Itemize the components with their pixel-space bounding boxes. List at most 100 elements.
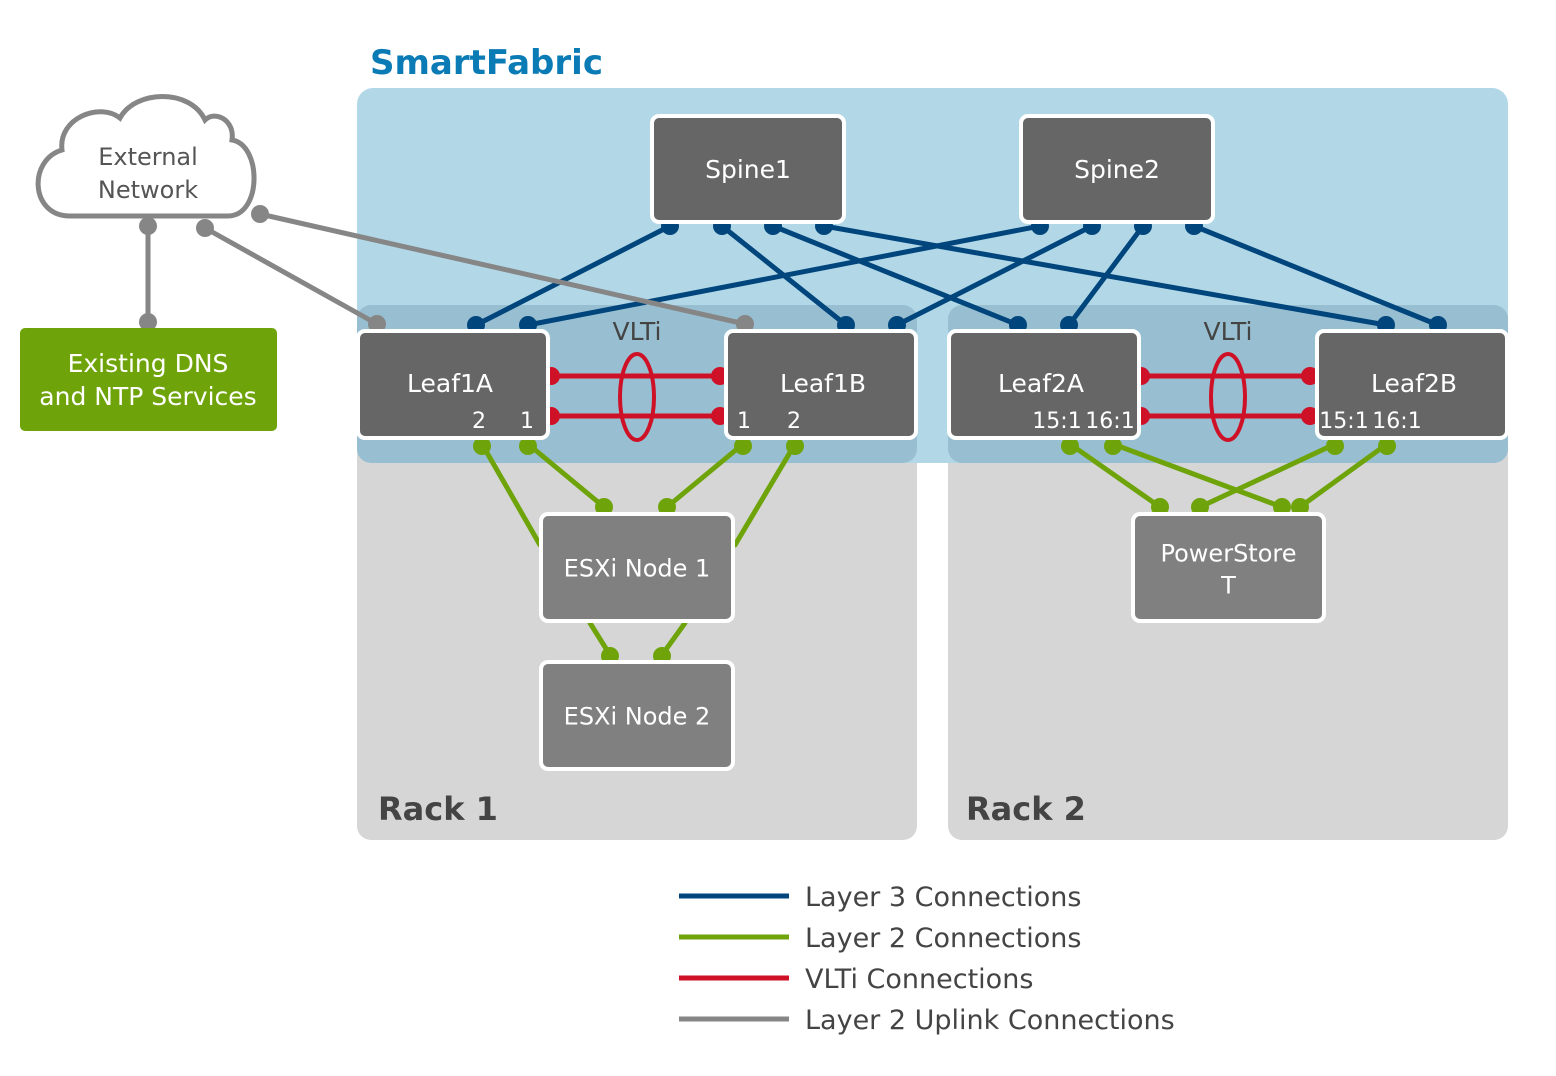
port-powerstore <box>1273 498 1291 516</box>
legend-item: Layer 2 Uplink Connections <box>679 1005 1175 1036</box>
layer3-link-spine2-leaf2a <box>1066 223 1146 328</box>
leaf1a-device[interactable]: Leaf1A 2 1 <box>356 329 550 440</box>
port-leaf <box>473 437 491 455</box>
port-dns <box>139 313 157 331</box>
esxi2-box <box>539 660 735 771</box>
leaf2a-box <box>947 329 1141 440</box>
port-leaf <box>1061 437 1079 455</box>
layer2-link-leaf-esxi1 <box>664 441 746 510</box>
port-leaf1a-uplink <box>368 315 386 333</box>
vlti-label-rack1: VLTi <box>612 317 661 346</box>
port-leaf <box>519 437 537 455</box>
layer2-link-leaf-powerstore <box>1297 441 1390 510</box>
layer3-link-spine1-leaf1a <box>473 223 673 328</box>
dns-box <box>20 328 277 431</box>
port-label: 15:1 <box>1319 409 1368 434</box>
layer2-link-leaf-esxi1 <box>525 441 607 510</box>
cloud-label-line2: Network <box>98 176 198 204</box>
port-powerstore <box>1151 498 1169 516</box>
layer2-link-leaf-powerstore <box>1197 441 1338 510</box>
leaf1b-device[interactable]: Leaf1B 1 2 <box>724 329 918 440</box>
spine1-label: Spine1 <box>705 155 791 184</box>
leaf1b-label: Leaf1B <box>780 369 866 398</box>
port-external <box>251 205 269 223</box>
layer2-link-leaf-esxi1 <box>479 441 543 548</box>
layer3-link-spine2-leaf1a <box>525 223 1043 328</box>
port-leaf <box>1378 437 1396 455</box>
cloud-label-line1: External <box>98 143 198 171</box>
uplink-external-leaf1a <box>202 225 380 327</box>
leaf2b-label: Leaf2B <box>1371 369 1457 398</box>
leaf1b-box <box>724 329 918 440</box>
vlti-label-rack2: VLTi <box>1203 317 1252 346</box>
port-label: 1 <box>520 409 534 434</box>
layer3-link-spine2-leaf1b <box>894 223 1095 328</box>
dns-ntp-services[interactable]: Existing DNS and NTP Services <box>20 328 277 431</box>
spine1-device[interactable]: Spine1 <box>650 114 846 224</box>
legend-item: Layer 2 Connections <box>679 923 1081 954</box>
vlti-lag-ellipse-rack1 <box>618 352 656 442</box>
spine2-box <box>1019 114 1215 224</box>
port-label: 2 <box>472 409 486 434</box>
esxi2-device[interactable]: ESXi Node 2 <box>539 660 735 771</box>
esxi1-device[interactable]: ESXi Node 1 <box>539 512 735 623</box>
powerstore-label: PowerStore <box>1161 540 1297 568</box>
layer2-link-leaf-powerstore <box>1110 441 1285 510</box>
dns-label-line1: Existing DNS <box>68 349 229 378</box>
layer3-link-spine2-leaf2b <box>1191 223 1441 328</box>
spine2-label: Spine2 <box>1074 155 1160 184</box>
port-leaf <box>1326 437 1344 455</box>
esxi2-label: ESXi Node 2 <box>564 703 711 731</box>
legend-label: VLTi Connections <box>805 964 1033 995</box>
legend-item: Layer 3 Connections <box>679 882 1081 913</box>
port-external <box>196 219 214 237</box>
vlti-lag-ellipse-rack2 <box>1209 352 1247 442</box>
port-esxi1 <box>658 498 676 516</box>
uplink-external-leaf1b <box>257 211 748 327</box>
port-label: 15:1 <box>1032 409 1081 434</box>
vlti-port <box>1301 407 1319 425</box>
cloud-icon <box>35 94 257 219</box>
layer3-link-spine1-leaf2a <box>770 223 1021 328</box>
port-external <box>139 217 157 235</box>
spine1-box <box>650 114 846 224</box>
leaf1a-box <box>356 329 550 440</box>
esxi1-box <box>539 512 735 623</box>
port-label: 16:1 <box>1085 409 1134 434</box>
port-leaf <box>1104 437 1122 455</box>
dns-label-line2: and NTP Services <box>39 382 256 411</box>
esxi1-label: ESXi Node 1 <box>564 555 711 583</box>
layer2-link-leaf-esxi1 <box>732 441 798 548</box>
legend-label: Layer 3 Connections <box>805 882 1081 913</box>
port-leaf <box>734 437 752 455</box>
port-leaf <box>786 437 804 455</box>
leaf1a-label: Leaf1A <box>407 369 493 398</box>
layer2-link-leaf-powerstore <box>1067 441 1163 510</box>
port-label: 2 <box>787 409 801 434</box>
rack-1-label: Rack 1 <box>378 790 498 828</box>
legend-label: Layer 2 Uplink Connections <box>805 1005 1175 1036</box>
port-label: 16:1 <box>1372 409 1421 434</box>
port-leaf1b-uplink <box>736 315 754 333</box>
port-powerstore <box>1291 498 1309 516</box>
spine2-device[interactable]: Spine2 <box>1019 114 1215 224</box>
legend-label: Layer 2 Connections <box>805 923 1081 954</box>
leaf2b-box <box>1315 329 1509 440</box>
rack-2-label: Rack 2 <box>966 790 1086 828</box>
vlti-port <box>1301 367 1319 385</box>
powerstore-box <box>1131 512 1326 623</box>
leaf2a-label: Leaf2A <box>998 369 1084 398</box>
diagram-title: SmartFabric <box>370 43 603 83</box>
port-powerstore <box>1191 498 1209 516</box>
external-network-cloud[interactable]: External Network <box>35 94 257 219</box>
port-esxi1 <box>595 498 613 516</box>
powerstore-label: T <box>1220 572 1236 600</box>
legend-item: VLTi Connections <box>679 964 1033 995</box>
port-label: 1 <box>737 409 751 434</box>
